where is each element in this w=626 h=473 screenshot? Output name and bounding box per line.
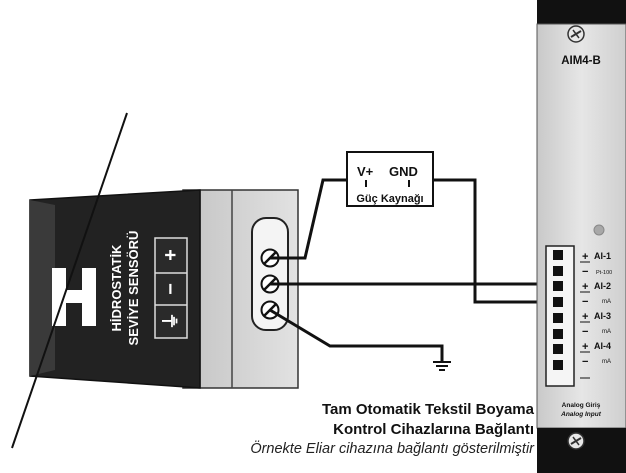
module-top-screw-icon xyxy=(567,25,585,43)
ch2-sub: mA xyxy=(602,299,611,305)
sensor-label-line2: SEVİYE SENSÖRÜ xyxy=(126,231,141,346)
sensor-label-line1: HİDROSTATİK xyxy=(109,244,124,332)
power-supply: V+ GND Güç Kaynağı xyxy=(346,151,434,207)
caption-line-3: Örnekte Eliar cihazına bağlantı gösteril… xyxy=(250,441,534,457)
wires xyxy=(269,178,555,362)
ch1-label: AI-1 xyxy=(594,251,611,261)
module-terminal-block xyxy=(545,245,575,387)
sensor-minus-sign: − xyxy=(160,283,182,295)
ground-icon xyxy=(433,361,451,371)
ch4-sub: mA xyxy=(602,359,611,365)
channel-labels: + AI-1 − Pt-100 + AI-2 − mA + AI-3 − mA … xyxy=(580,251,612,379)
module-bottom-label-1: Analog Giriş xyxy=(562,402,601,409)
sensor-plus-sign: + xyxy=(160,249,182,261)
ch3-plus: + xyxy=(582,311,588,323)
ch1-sub: Pt-100 xyxy=(596,270,612,276)
module-name: AIM4-B xyxy=(561,55,601,67)
ch4-minus: − xyxy=(582,356,588,368)
wire-gnd-return xyxy=(409,178,555,304)
wire-supply-vplus xyxy=(270,178,366,260)
sensor-ground-sign: ⏚ xyxy=(161,312,181,330)
status-led-icon xyxy=(593,224,605,236)
sensor-plus-text: + xyxy=(160,249,182,261)
power-supply-vplus: V+ xyxy=(357,164,374,179)
ch2-plus: + xyxy=(582,281,588,293)
sensor-label: HİDROSTATİK SEVİYE SENSÖRÜ xyxy=(109,231,141,346)
ch1-plus: + xyxy=(582,251,588,263)
sensor-housing xyxy=(11,112,299,449)
ch4-plus: + xyxy=(582,341,588,353)
caption-line-1: Tam Otomatik Tekstil Boyama xyxy=(321,401,534,418)
power-supply-label: Güç Kaynağı xyxy=(356,193,423,205)
caption-line-2: Kontrol Cihazlarına Bağlantı xyxy=(333,421,534,438)
ch2-minus: − xyxy=(582,296,588,308)
aim4b-module: AIM4-B + AI-1 − Pt-100 + AI-2 − mA + xyxy=(536,0,626,473)
module-bottom-screw-icon xyxy=(567,432,585,450)
sensor-minus-text: − xyxy=(160,283,182,295)
power-supply-gnd: GND xyxy=(389,164,418,179)
ch1-minus: − xyxy=(582,266,588,278)
ch4-label: AI-4 xyxy=(594,341,611,351)
ch3-label: AI-3 xyxy=(594,311,611,321)
wire-ground xyxy=(269,308,444,362)
module-bottom-label-2: Analog Input xyxy=(560,411,602,418)
ch2-label: AI-2 xyxy=(594,281,611,291)
ch3-sub: mA xyxy=(602,329,611,335)
ch3-minus: − xyxy=(582,326,588,338)
sensor-ground-text: ⏚ xyxy=(161,312,181,330)
module-top-rail xyxy=(537,0,626,24)
